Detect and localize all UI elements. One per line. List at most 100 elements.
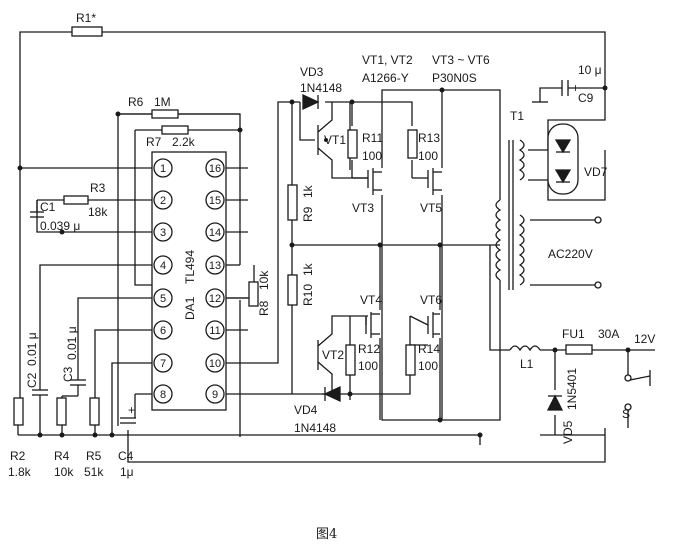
resistor-r8 bbox=[248, 281, 259, 307]
vd4-ref: VD4 bbox=[294, 403, 318, 417]
vt36-part: P30N0S bbox=[432, 71, 477, 85]
r12-ref: R12 bbox=[358, 342, 380, 356]
c1-value: 0.039 μ bbox=[40, 219, 80, 233]
vt12-group: VT1, VT2 bbox=[362, 53, 413, 67]
pin-3-label: 3 bbox=[160, 227, 166, 239]
pin-1-label: 1 bbox=[160, 163, 166, 175]
ic-pins: 1 2 3 4 5 6 7 8 9 10 11 12 13 14 15 16 bbox=[153, 158, 225, 404]
ic-part: TL494 bbox=[183, 250, 197, 284]
resistor-r3 bbox=[63, 195, 89, 205]
junction-dots bbox=[17, 85, 631, 438]
resistors: R1* R6 1M R7 2.2k R3 18k R2 1.8k R4 10k … bbox=[8, 11, 440, 479]
resistor-r2 bbox=[13, 397, 24, 426]
mosfet-vt4 bbox=[365, 312, 380, 338]
ic-ref: DA1 bbox=[183, 296, 197, 320]
pin-10-label: 10 bbox=[209, 358, 221, 370]
pin-15-label: 15 bbox=[209, 195, 221, 207]
fu1-ref: FU1 bbox=[562, 327, 585, 341]
r9-ref: R9 bbox=[301, 206, 315, 222]
vt6-label: VT6 bbox=[420, 293, 442, 307]
r8-ref: R8 bbox=[257, 300, 271, 316]
transistors: VT1 VT2 VT3 VT5 VT4 bbox=[322, 53, 490, 362]
mosfet-vt5 bbox=[427, 168, 442, 195]
pin-13-label: 13 bbox=[209, 260, 221, 272]
resistor-r7 bbox=[161, 125, 189, 135]
transformer-t1: T1 AC220V bbox=[495, 109, 602, 290]
figure-caption: 图4 bbox=[316, 527, 337, 542]
resistor-r1 bbox=[71, 26, 103, 37]
diode-vd5 bbox=[546, 394, 564, 411]
t1-ref: T1 bbox=[510, 109, 524, 123]
capacitors: C1 0.039 μ C2 0.01 μ C3 0.01 μ + C4 1μ +… bbox=[25, 63, 602, 479]
vd5-part: 1N5401 bbox=[565, 368, 579, 410]
r1-ref: R1* bbox=[76, 11, 96, 25]
resistor-r5 bbox=[89, 397, 100, 426]
c4-ref: C4 bbox=[118, 449, 134, 463]
pin-5-label: 5 bbox=[160, 293, 166, 305]
pin-16-label: 16 bbox=[209, 163, 221, 175]
r2-ref: R2 bbox=[10, 449, 26, 463]
resistor-r10 bbox=[287, 274, 298, 306]
resistor-r14 bbox=[405, 344, 416, 376]
r11-value: 100 bbox=[362, 149, 382, 163]
resistor-r11 bbox=[347, 129, 358, 159]
t1-primary-coil bbox=[495, 199, 502, 281]
inductor-l1 bbox=[509, 345, 541, 352]
r4-ref: R4 bbox=[54, 449, 70, 463]
c9-value: 10 μ bbox=[578, 63, 602, 77]
vd3-part: 1N4148 bbox=[300, 81, 342, 95]
r12-value: 100 bbox=[358, 359, 378, 373]
pin-2-label: 2 bbox=[160, 195, 166, 207]
pin-11-label: 11 bbox=[209, 325, 220, 337]
diode-vd7-body bbox=[547, 123, 579, 195]
vt2-label: VT2 bbox=[322, 348, 344, 362]
vt12-part: A1266-Y bbox=[362, 71, 409, 85]
c9-plus: + bbox=[572, 81, 579, 95]
vd5-ref: VD5 bbox=[561, 420, 575, 444]
pin-9-label: 9 bbox=[212, 389, 218, 401]
c4-value: 1μ bbox=[120, 465, 134, 479]
t1-feedback-coil bbox=[518, 139, 525, 181]
vt36-group: VT3 ~ VT6 bbox=[432, 53, 490, 67]
wiring bbox=[17, 31, 655, 463]
supply-dc-label: 12V bbox=[634, 332, 655, 346]
r14-value: 100 bbox=[418, 359, 438, 373]
c3-ref: C3 bbox=[61, 366, 75, 382]
resistor-r4 bbox=[56, 397, 67, 426]
r7-ref: R7 bbox=[146, 135, 162, 149]
diodes: VD3 1N4148 VD4 1N4148 VD5 1N5401 VD7 bbox=[294, 65, 608, 444]
r2-value: 1.8k bbox=[8, 465, 32, 479]
diode-vd4 bbox=[323, 385, 341, 403]
mosfet-vt6 bbox=[427, 312, 440, 338]
vt1-label: VT1 bbox=[324, 133, 346, 147]
switch-ref: S bbox=[622, 407, 630, 421]
vd4-part: 1N4148 bbox=[294, 421, 336, 435]
mosfet-vt3 bbox=[367, 168, 382, 195]
pin-8-label: 8 bbox=[160, 389, 166, 401]
r13-ref: R13 bbox=[418, 131, 440, 145]
r11-ref: R11 bbox=[362, 131, 383, 145]
c3-value: 0.01 μ bbox=[65, 326, 79, 360]
r6-value: 1M bbox=[154, 95, 171, 109]
r10-value: 1k bbox=[301, 262, 315, 276]
pin-6-label: 6 bbox=[160, 325, 166, 337]
ac-label: AC220V bbox=[548, 247, 593, 261]
diode-vd3 bbox=[302, 93, 320, 111]
resistor-r12 bbox=[345, 344, 356, 376]
r3-value: 18k bbox=[88, 205, 108, 219]
c9-ref: C9 bbox=[578, 91, 594, 105]
r13-value: 100 bbox=[418, 149, 438, 163]
input-stage: L1 FU1 30A 12V S bbox=[509, 327, 655, 421]
r9-value: 1k bbox=[301, 184, 315, 198]
resistor-r6 bbox=[151, 109, 179, 119]
r6-ref: R6 bbox=[128, 95, 144, 109]
pin-7-label: 7 bbox=[160, 358, 166, 370]
c4-plus: + bbox=[128, 403, 135, 417]
pin-12-label: 12 bbox=[209, 293, 221, 305]
c2-ref: C2 bbox=[25, 372, 39, 388]
r4-value: 10k bbox=[54, 465, 74, 479]
t1-secondary-coil bbox=[518, 214, 525, 286]
r3-ref: R3 bbox=[90, 181, 106, 195]
r5-ref: R5 bbox=[86, 449, 102, 463]
